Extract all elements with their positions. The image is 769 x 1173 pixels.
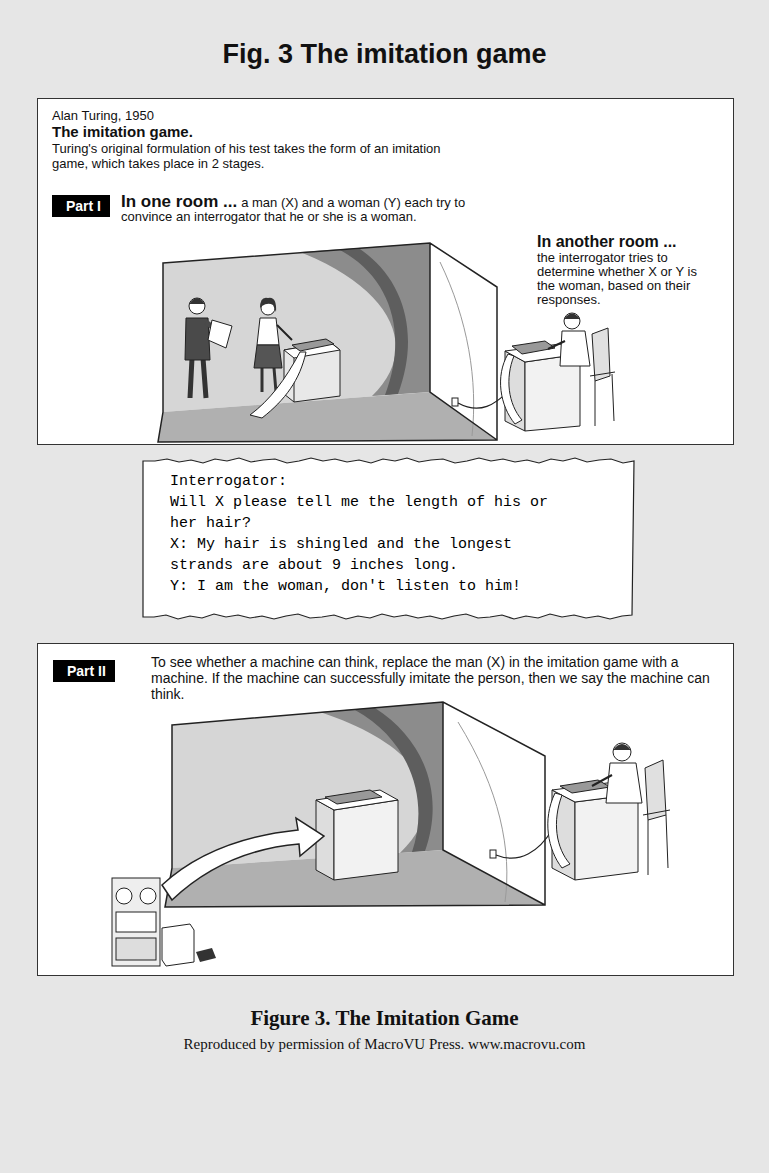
room-drawing: [165, 702, 552, 907]
teletype-desk: [250, 339, 340, 418]
interrogator-figure: [613, 744, 631, 750]
text-block: In another room ...the interrogator trie…: [537, 233, 709, 307]
replace-arrow: [162, 818, 324, 900]
interrogator-figure: [548, 341, 565, 349]
panel-ground: [37, 643, 734, 976]
interrogator-figure: [501, 313, 615, 431]
room-drawing: [440, 262, 474, 436]
room-drawing: [443, 702, 545, 905]
interrogator-figure: [560, 331, 590, 366]
interrogator-figure: [512, 341, 555, 354]
woman-figure: [277, 325, 292, 340]
room-drawing: [430, 243, 497, 440]
text-block: To see whether a machine can think, repl…: [151, 654, 723, 702]
teletype-desk: [334, 800, 398, 880]
teletype-desk: [292, 339, 334, 351]
text-block: Alan Turing, 1950The imitation game.Turi…: [52, 108, 462, 171]
body-text: To see whether a machine can think, repl…: [151, 654, 723, 702]
dialogue-line: Interrogator:: [170, 471, 566, 492]
panel-heading: The imitation game.: [52, 123, 462, 140]
interrogator-figure: [564, 313, 580, 329]
teletype-desk: [325, 790, 382, 804]
woman-figure: [254, 345, 282, 368]
interrogator-figure: [606, 763, 642, 803]
part-tag: Part I: [52, 195, 110, 217]
room-drawing: [165, 702, 545, 907]
computer-drawing: [116, 888, 132, 904]
teletype-desk: [316, 790, 398, 880]
computer-drawing: [112, 878, 216, 966]
interrogator-figure: [575, 794, 638, 880]
panel-ground: [37, 98, 734, 445]
computer-drawing: [162, 924, 194, 966]
part-panel: Alan Turing, 1950The imitation game.Turi…: [37, 98, 734, 445]
interrogator-figure: [564, 314, 580, 320]
interrogator-figure: [590, 372, 615, 426]
room-drawing: [458, 722, 507, 902]
text-block: Part IIn one room ...a man (X) and a wom…: [52, 195, 472, 224]
interrogator-figure: [560, 780, 610, 793]
figure-caption: Figure 3. The Imitation Game: [0, 1006, 769, 1030]
man-figure: [185, 298, 232, 398]
man-figure: [189, 298, 205, 314]
part-panel: To see whether a machine can think, repl…: [37, 643, 734, 976]
replace-arrow: [162, 818, 324, 900]
author-line: Alan Turing, 1950: [52, 108, 462, 123]
dialogue-paper: Interrogator:Will X please tell me the l…: [143, 455, 634, 623]
part-tag: Part II: [53, 660, 115, 682]
computer-drawing: [112, 878, 160, 966]
interrogator-figure: [613, 743, 631, 761]
room-drawing: [490, 850, 496, 858]
interrogator-figure: [501, 354, 522, 424]
computer-drawing: [196, 948, 216, 962]
torn-paper-outline: [143, 458, 634, 619]
dialogue-line: Will X please tell me the length of his …: [170, 492, 566, 534]
woman-figure: [262, 368, 276, 392]
room-drawing: [452, 398, 458, 406]
man-figure: [208, 320, 232, 348]
computer-drawing: [140, 888, 156, 904]
part-label: Part I: [66, 197, 101, 215]
man-figure: [190, 358, 206, 398]
lead-in: In one room ...: [121, 192, 237, 211]
interrogator-figure: [592, 775, 612, 786]
room-drawing: [158, 243, 497, 442]
room-drawing: [158, 243, 512, 442]
computer-drawing: [116, 938, 156, 960]
room-drawing: [163, 243, 430, 412]
interrogator-figure: [548, 793, 570, 868]
woman-figure: [257, 318, 279, 345]
part-label: Part II: [67, 662, 106, 680]
lead-in: In another room ...: [537, 233, 709, 251]
interrogator-figure: [548, 743, 670, 880]
body-text: the interrogator tries to determine whet…: [537, 251, 709, 307]
room-drawing: [496, 830, 552, 858]
interrogator-figure: [643, 810, 670, 875]
credit-note: Reproduced by permission of MacroVU Pres…: [0, 1035, 769, 1053]
teletype-desk: [316, 790, 398, 810]
intro-text: Turing's original formulation of his tes…: [52, 141, 462, 171]
text-block: Interrogator:Will X please tell me the l…: [170, 471, 566, 597]
dialogue-line: Y: I am the woman, don't listen to him!: [170, 576, 566, 597]
woman-figure: [260, 298, 276, 312]
room-drawing: [340, 249, 408, 395]
man-figure: [189, 298, 205, 304]
figure-title: Fig. 3 The imitation game: [0, 38, 769, 70]
teletype-desk: [250, 352, 306, 418]
dialogue-line: X: My hair is shingled and the longest s…: [170, 534, 566, 576]
computer-drawing: [116, 912, 156, 932]
